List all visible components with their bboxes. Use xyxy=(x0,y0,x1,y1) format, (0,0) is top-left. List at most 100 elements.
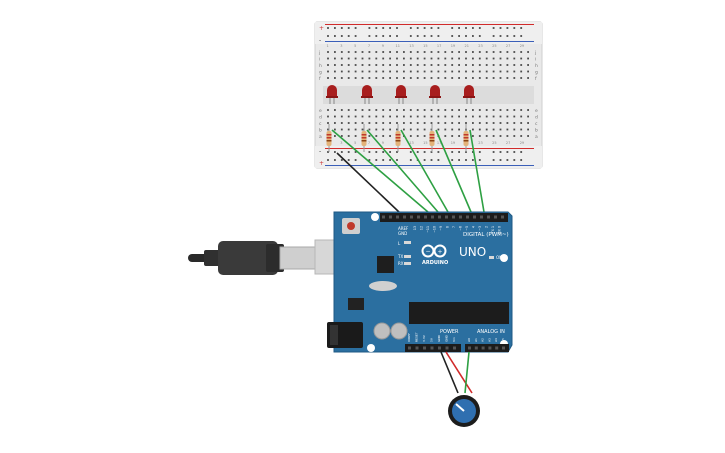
breadboard-hole xyxy=(375,135,378,137)
breadboard-hole xyxy=(492,51,495,53)
column-number: 5 xyxy=(354,141,356,145)
resistor[interactable] xyxy=(463,124,469,152)
breadboard-hole xyxy=(340,128,343,131)
red-led[interactable] xyxy=(463,85,475,104)
digital-header-pins xyxy=(382,215,504,219)
rail-hole xyxy=(472,35,474,37)
rail-hole xyxy=(437,35,440,37)
rail-hole xyxy=(396,35,398,37)
breadboard-hole xyxy=(492,115,495,118)
rail-hole xyxy=(416,151,419,153)
breadboard-hole xyxy=(416,57,419,60)
arduino-uno-board[interactable]: DIGITAL (PWM~) UNO ARDUINO AREF GND POWE… xyxy=(327,211,513,353)
breadboard-hole xyxy=(403,51,405,53)
breadboard-hole xyxy=(347,77,350,79)
breadboard-hole xyxy=(423,109,426,111)
power-pin xyxy=(415,346,419,350)
digital-pin-label: RX 0 xyxy=(498,226,502,233)
breadboard-hole xyxy=(382,128,385,131)
breadboard-hole xyxy=(389,51,391,53)
red-led[interactable] xyxy=(326,85,338,104)
breadboard-hole xyxy=(513,128,516,131)
rail-hole xyxy=(389,159,391,161)
breadboard-hole xyxy=(347,109,350,111)
breadboard-hole xyxy=(347,135,350,137)
breadboard-hole xyxy=(327,70,329,73)
breadboard-hole xyxy=(416,77,419,79)
analog-pin xyxy=(488,346,492,350)
rail-hole xyxy=(375,27,378,29)
breadboard-hole xyxy=(527,51,529,53)
breadboard-hole xyxy=(354,122,357,124)
breadboard-hole xyxy=(389,70,391,73)
on-led xyxy=(489,256,494,259)
digital-pin-label: ~11 xyxy=(426,226,430,233)
rail-hole xyxy=(472,151,474,153)
resistor[interactable] xyxy=(395,124,401,152)
breadboard-hole xyxy=(416,115,419,118)
breadboard[interactable]: + - - + jjiihhggffeeddccbbaa113355779911… xyxy=(314,21,543,169)
breadboard-hole xyxy=(437,77,440,79)
analog-pin-label: A5 xyxy=(501,338,505,342)
rail-hole xyxy=(458,35,460,37)
breadboard-hole xyxy=(485,135,488,137)
breadboard-hole xyxy=(458,109,460,111)
breadboard-hole xyxy=(451,64,454,66)
resistor[interactable] xyxy=(326,124,332,152)
breadboard-hole xyxy=(513,57,516,60)
resistor[interactable] xyxy=(429,124,435,152)
breadboard-hole xyxy=(465,122,467,124)
digital-pin-label: 7 xyxy=(452,226,456,228)
rail-hole xyxy=(368,35,371,37)
breadboard-hole xyxy=(340,64,343,66)
rail-hole xyxy=(409,27,412,29)
svg-text:+: + xyxy=(438,249,443,256)
potentiometer-knob[interactable] xyxy=(448,395,480,427)
header-pin xyxy=(466,215,469,219)
breadboard-hole xyxy=(347,122,350,124)
breadboard-hole xyxy=(368,122,371,124)
signal-wire-2 xyxy=(366,129,439,213)
breadboard-hole xyxy=(492,128,495,131)
column-number: 27 xyxy=(506,44,510,48)
resistor[interactable] xyxy=(361,124,367,152)
breadboard-hole xyxy=(485,70,488,73)
breadboard-hole xyxy=(458,51,460,53)
breadboard-hole xyxy=(354,115,357,118)
breadboard-hole xyxy=(520,70,523,73)
breadboard-hole xyxy=(327,128,329,131)
breadboard-hole xyxy=(506,57,509,60)
rail-hole xyxy=(506,159,509,161)
red-led[interactable] xyxy=(429,85,441,104)
breadboard-hole xyxy=(368,115,371,118)
header-pin xyxy=(445,215,448,219)
rail-hole xyxy=(327,35,329,37)
breadboard-hole xyxy=(354,70,357,73)
column-number: 1 xyxy=(327,44,329,48)
crystal xyxy=(369,281,397,291)
analog-pin-label: A3 xyxy=(487,338,491,342)
breadboard-hole xyxy=(403,109,405,111)
breadboard-hole xyxy=(409,115,412,118)
row-letter: j xyxy=(534,50,536,56)
breadboard-hole xyxy=(513,77,516,79)
rail-hole xyxy=(382,151,385,153)
breadboard-hole xyxy=(340,77,343,79)
breadboard-hole xyxy=(368,128,371,131)
breadboard-hole xyxy=(361,109,364,111)
red-led[interactable] xyxy=(395,85,407,104)
breadboard-hole xyxy=(478,64,481,66)
breadboard-hole xyxy=(347,64,350,66)
rail-hole xyxy=(423,151,426,153)
breadboard-hole xyxy=(472,128,474,131)
breadboard-hole xyxy=(492,109,495,111)
column-number: 29 xyxy=(520,44,524,48)
breadboard-hole xyxy=(506,135,509,137)
red-led[interactable] xyxy=(361,85,373,104)
column-number: 11 xyxy=(396,44,400,48)
digital-pin-label: 12 xyxy=(420,226,424,230)
breadboard-hole xyxy=(485,51,488,53)
row-letter: a xyxy=(319,135,322,140)
breadboard-hole xyxy=(458,128,460,131)
breadboard-hole xyxy=(327,51,329,53)
